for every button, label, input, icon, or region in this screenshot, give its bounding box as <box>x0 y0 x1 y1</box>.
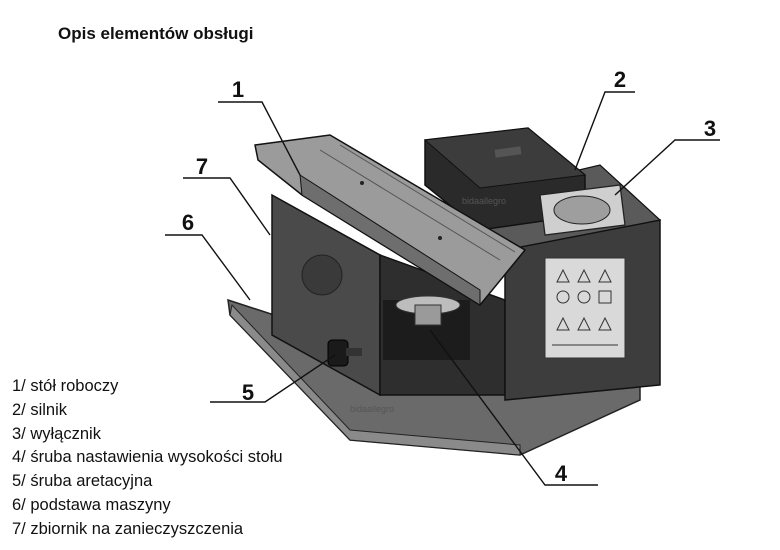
callout-5: 5 <box>242 380 254 405</box>
legend-item-2: 2/ silnik <box>12 400 68 419</box>
watermark: bidaallegro <box>462 196 507 206</box>
callout-3: 3 <box>704 116 716 141</box>
watermark: bidaallegro <box>350 404 395 414</box>
legend-item-1: 1/ stół roboczy <box>12 377 119 395</box>
callout-6: 6 <box>182 210 194 235</box>
callout-2: 2 <box>614 67 626 92</box>
callout-4: 4 <box>555 461 568 486</box>
parts-legend: 1/ stół roboczy 2/ silnik 3/ wyłącznik 4… <box>12 375 283 542</box>
legend-item-5: 5/ śruba aretacyjna <box>12 472 153 491</box>
diagram-heading: Opis elementów obsługi <box>58 24 254 43</box>
legend-item-3: 3/ wyłącznik <box>12 424 101 443</box>
callout-7: 7 <box>196 154 208 179</box>
callout-1: 1 <box>232 77 244 102</box>
locking-screw-knob <box>327 339 349 367</box>
leader-lines <box>165 91 720 486</box>
legend-item-7: 7/ zbiornik na zanieczyszczenia <box>12 519 244 538</box>
legend-item-6: 6/ podstawa maszyny <box>12 495 171 514</box>
legend-item-4: 4/ śruba nastawienia wysokości stołu <box>12 448 283 467</box>
warning-label-panel <box>544 257 626 359</box>
